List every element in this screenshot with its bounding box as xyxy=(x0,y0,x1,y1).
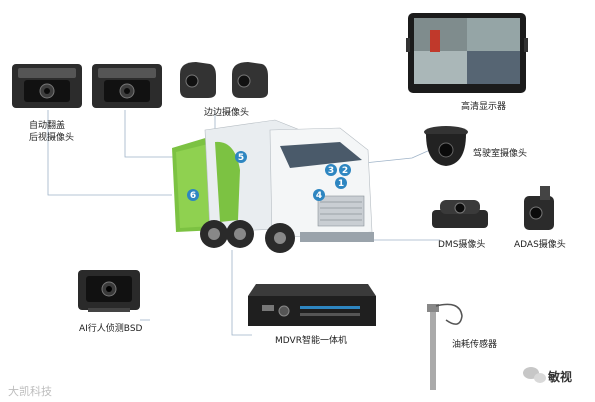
label-rear-cam-line2: 后视摄像头 xyxy=(29,133,75,143)
label-adas-cam: ADAS摄像头 xyxy=(514,240,566,250)
label-rear-cam-line1: 自动翻盖 xyxy=(29,121,66,131)
label-dms-cam: DMS摄像头 xyxy=(438,240,486,250)
label-fuel-sensor: 油耗传感器 xyxy=(452,340,498,350)
label-side-cam: 边边摄像头 xyxy=(204,108,250,118)
side-camera-1 xyxy=(180,62,216,98)
label-bsd-cam: AI行人侦测BSD xyxy=(79,324,143,334)
adas-camera xyxy=(524,186,554,230)
garbage-truck xyxy=(172,119,374,253)
fuel-sensor xyxy=(427,303,463,390)
leader-lines xyxy=(47,110,440,336)
rear-flip-camera-2 xyxy=(92,64,162,108)
marker-3-label: 3 xyxy=(328,166,334,176)
label-monitor: 高清显示器 xyxy=(461,102,507,112)
marker-4: 4 xyxy=(313,189,325,201)
wechat-icon xyxy=(523,367,546,383)
marker-6: 6 xyxy=(187,189,199,201)
marker-2-label: 2 xyxy=(342,166,348,176)
marker-1-label: 1 xyxy=(338,179,344,189)
label-mdvr: MDVR智能一体机 xyxy=(275,336,347,346)
monitor-device xyxy=(406,13,528,93)
label-cab-cam: 驾驶室摄像头 xyxy=(473,149,528,159)
marker-5: 5 xyxy=(235,151,247,163)
cab-dome-camera xyxy=(424,126,468,166)
camera-markers: 1 2 3 4 5 6 xyxy=(187,151,351,201)
rear-flip-camera-1 xyxy=(12,64,82,108)
brand-text: 敏视 xyxy=(548,370,573,384)
side-camera-2 xyxy=(232,62,268,98)
leader-rear-cam xyxy=(47,110,172,196)
marker-5-label: 5 xyxy=(238,153,244,163)
dms-camera xyxy=(432,200,488,228)
marker-1: 1 xyxy=(335,177,347,189)
marker-6-label: 6 xyxy=(190,191,196,201)
bsd-camera xyxy=(78,270,140,312)
leader-mdvr xyxy=(231,250,252,336)
marker-3: 3 xyxy=(325,164,337,176)
watermark-text: 大凯科技 xyxy=(8,385,52,398)
marker-4-label: 4 xyxy=(316,191,322,201)
mdvr-device xyxy=(248,284,376,326)
marker-2: 2 xyxy=(339,164,351,176)
